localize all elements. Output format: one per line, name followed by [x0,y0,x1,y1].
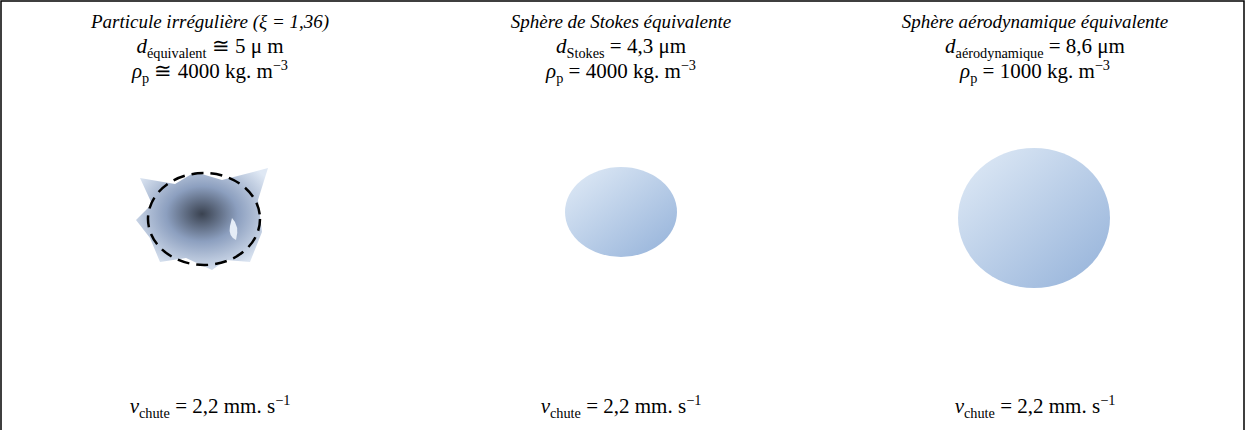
settling-velocity: vchute = 2,2 mm. s−1 [955,395,1116,418]
density-value: ρp = 4000 kg. m−3 [546,60,696,83]
diameter-value: daérodynamique = 8,6 μm [945,35,1125,58]
settling-velocity: vchute = 2,2 mm. s−1 [130,395,291,418]
diameter-value: déquivalent ≅ 5 μ m [136,35,283,58]
diameter-value: dStokes = 4,3 μm [556,35,686,58]
stokes-sphere [565,167,677,257]
settling-velocity: vchute = 2,2 mm. s−1 [541,395,702,418]
irregular-particle [136,168,268,270]
aerodynamic-sphere [958,148,1110,288]
equivalent-circle [148,173,260,265]
density-value: ρp = 1000 kg. m−3 [960,60,1110,83]
density-value: ρp ≅ 4000 kg. m−3 [132,60,288,83]
column-heading: Particule irrégulière (ξ = 1,36) [91,12,329,33]
column-heading: Sphère de Stokes équivalente [511,12,731,33]
column-heading: Sphère aérodynamique équivalente [902,12,1169,33]
particle-facet [230,218,238,240]
